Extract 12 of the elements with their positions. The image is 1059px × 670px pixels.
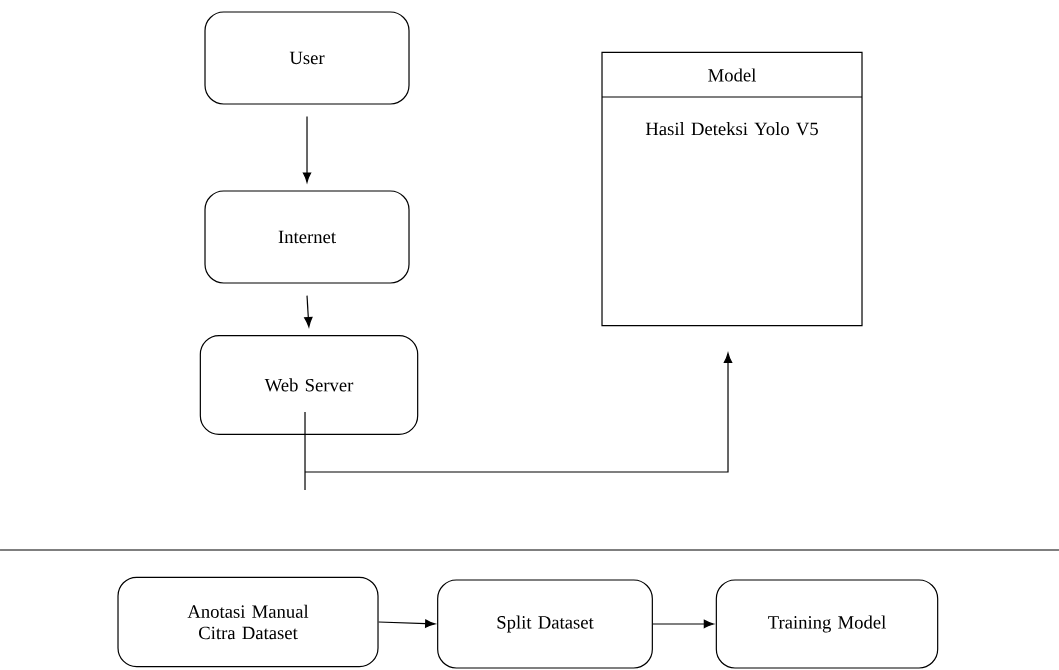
- model-box: Model Hasil Deteksi Yolo V5: [601, 51, 863, 327]
- process-box: Split Dataset: [437, 579, 653, 669]
- process-box: Anotasi Manual Citra Dataset: [117, 576, 379, 668]
- process-box: Training Model: [715, 579, 939, 669]
- arrow: [304, 352, 733, 491]
- arrow: [302, 116, 312, 183]
- arrow: [304, 295, 313, 328]
- process-box: Internet: [204, 190, 410, 284]
- process-box: User: [204, 11, 410, 105]
- process-box: Web Server: [199, 335, 419, 435]
- arrow: [652, 619, 714, 629]
- arrow: [378, 619, 436, 628]
